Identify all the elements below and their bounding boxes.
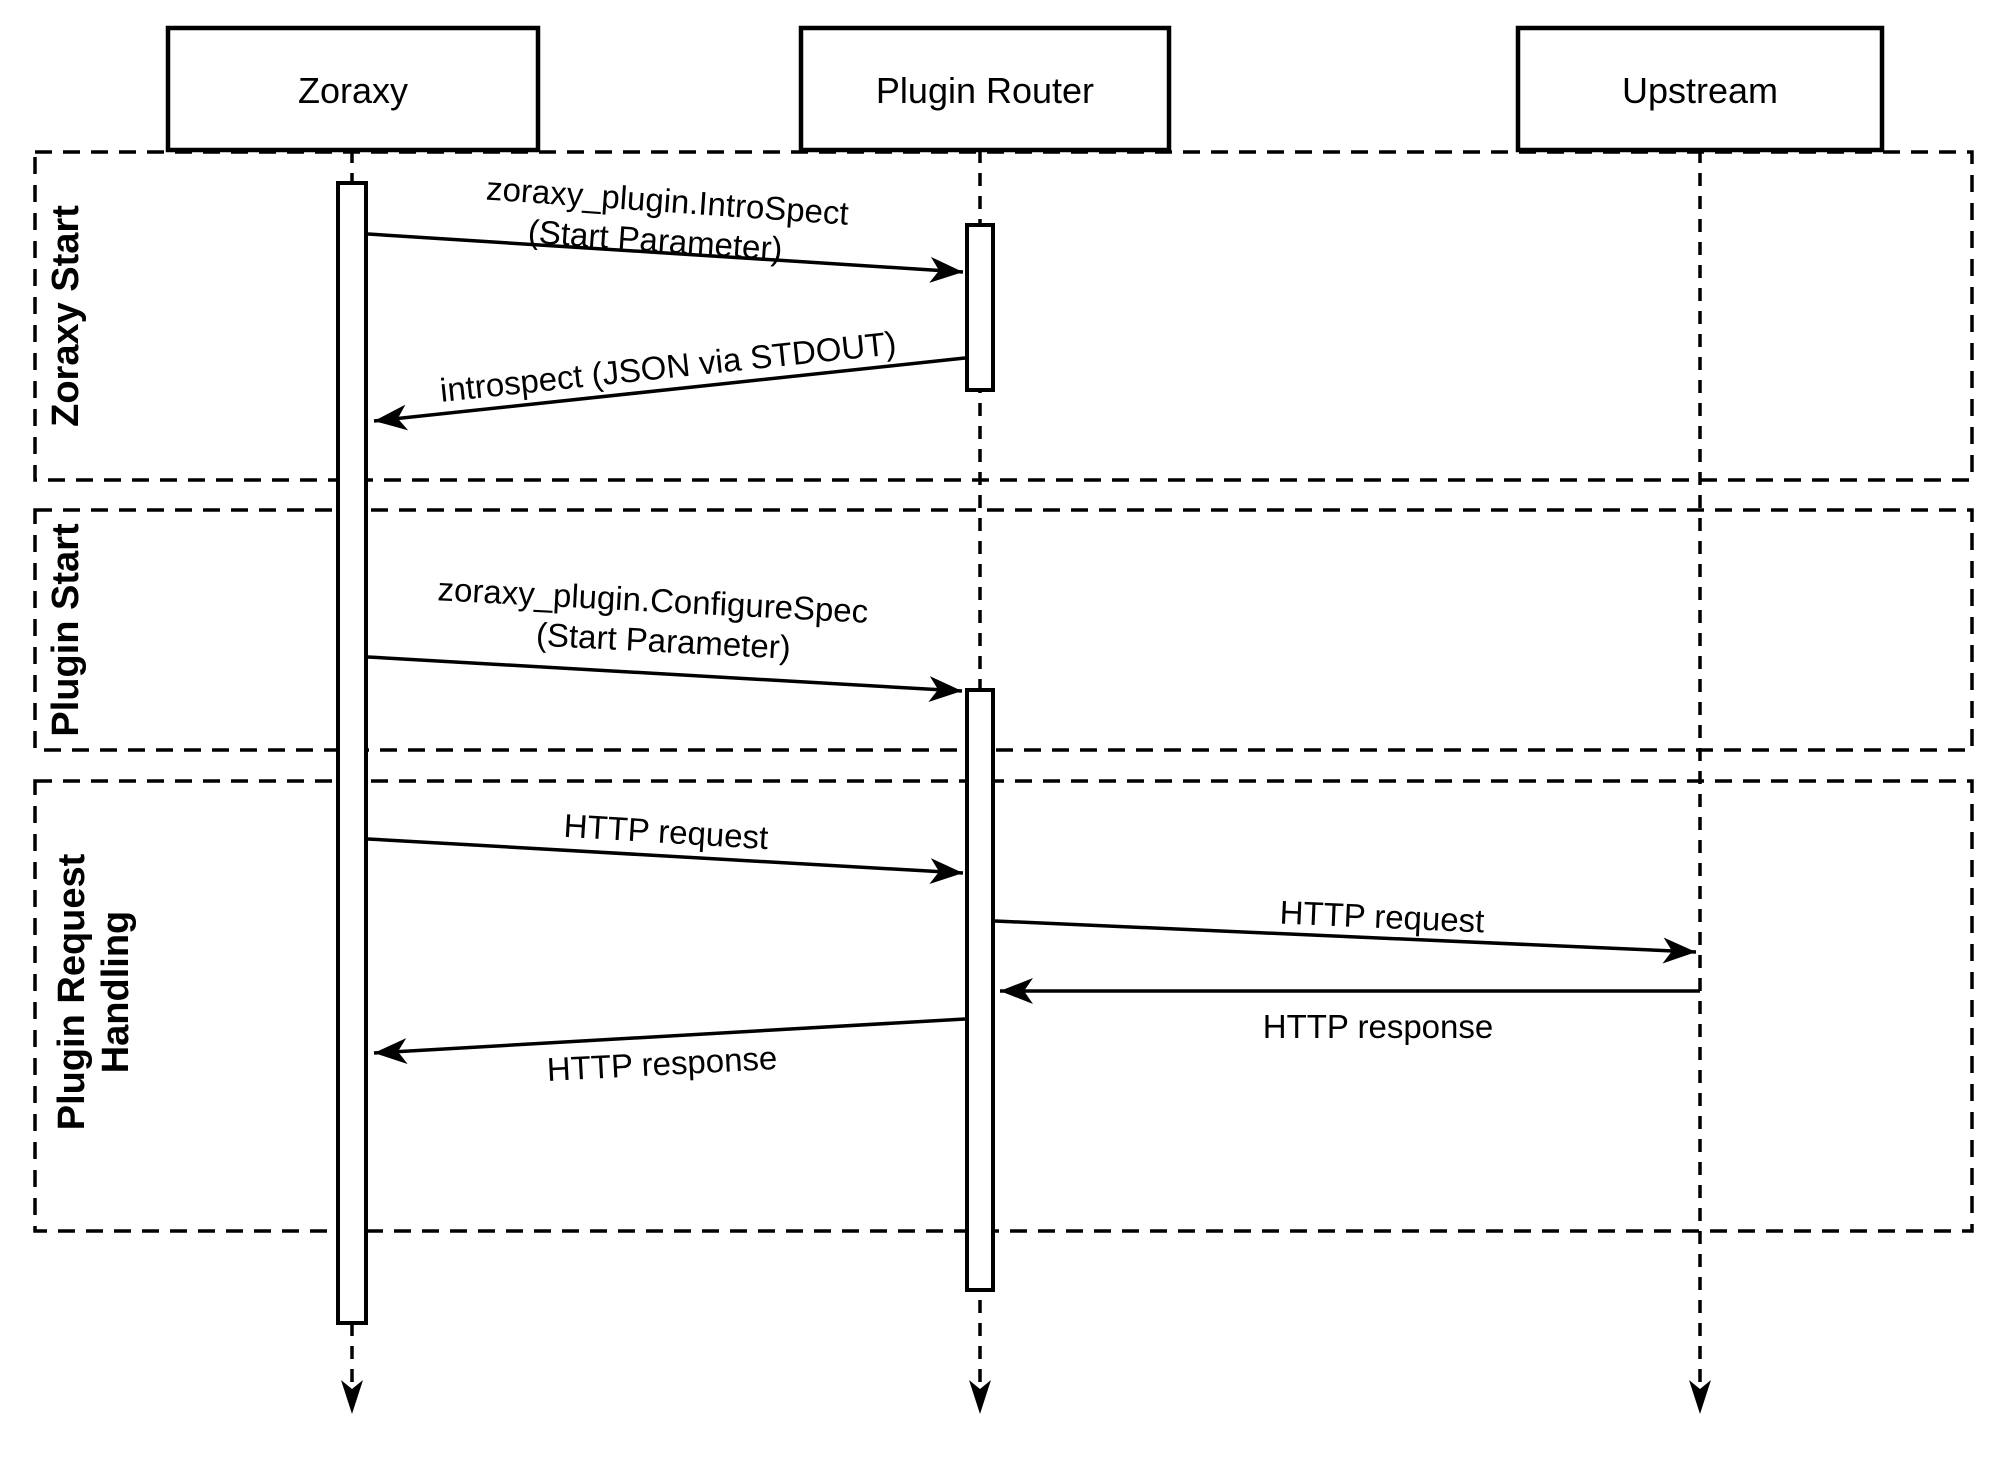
participant-zoraxy: Zoraxy	[165, 25, 541, 153]
message-label: zoraxy_plugin.IntroSpect (Start Paramete…	[482, 170, 859, 273]
message-arrow	[367, 232, 964, 283]
participant-box	[165, 25, 541, 153]
group-label-zoraxy-start: Zoraxy Start	[45, 205, 87, 427]
lifeline-zoraxy	[341, 150, 363, 1414]
group-label-plugin-request-handling-line1: Plugin Request	[51, 853, 93, 1130]
participant-label-upstream: Upstream	[1622, 70, 1778, 111]
group-frame-plugin-request-handling: Plugin Request Handling	[33, 779, 1974, 1233]
group-frame-border	[33, 150, 1974, 482]
message-introspect-response: introspect (JSON via STDOUT)	[373, 324, 966, 431]
group-frame-plugin-start: Plugin Start	[33, 508, 1974, 752]
message-label: zoraxy_plugin.ConfigureSpec (Start Param…	[435, 570, 879, 670]
message-label: HTTP request	[563, 807, 770, 856]
message-introspect-call: zoraxy_plugin.IntroSpect (Start Paramete…	[367, 170, 964, 283]
activation-bar-zoraxy	[336, 181, 368, 1325]
message-arrow	[367, 837, 964, 885]
message-label: HTTP response	[546, 1039, 778, 1088]
activation-bar-plugin-router-introspect	[965, 223, 995, 392]
message-arrow	[373, 356, 966, 431]
group-label-plugin-start: Plugin Start	[45, 523, 87, 737]
message-arrow	[994, 919, 1697, 964]
participant-box	[798, 25, 1172, 153]
message-label: HTTP response	[1263, 1008, 1493, 1045]
lifeline-end-arrow-icon	[341, 1380, 363, 1414]
participant-upstream: Upstream	[1515, 25, 1885, 153]
lifeline-end-arrow-icon	[969, 1380, 991, 1414]
lifeline-end-arrow-icon	[1689, 1380, 1711, 1414]
participant-plugin-router: Plugin Router	[798, 25, 1172, 153]
message-http-request-to-upstream: HTTP request	[994, 894, 1697, 964]
message-arrow	[373, 1017, 966, 1065]
message-http-response-from-upstream: HTTP response	[1000, 978, 1700, 1045]
message-http-response-to-zoraxy: HTTP response	[373, 1017, 966, 1088]
group-frame-zoraxy-start: Zoraxy Start	[33, 150, 1974, 482]
participant-label-plugin-router: Plugin Router	[876, 70, 1094, 111]
group-frame-border	[33, 779, 1974, 1233]
lifeline-upstream	[1689, 150, 1711, 1414]
lifeline-plugin-router	[969, 150, 991, 1414]
activation-bar-plugin-router-handling	[965, 688, 995, 1292]
group-label-plugin-request-handling-line2: Handling	[95, 911, 137, 1074]
group-frame-border	[33, 508, 1974, 752]
message-label: introspect (JSON via STDOUT)	[438, 324, 898, 409]
message-label: HTTP request	[1279, 894, 1485, 940]
participant-box	[1515, 25, 1885, 153]
message-arrow	[367, 655, 963, 703]
participant-label-zoraxy: Zoraxy	[298, 70, 408, 111]
message-http-request-to-plugin: HTTP request	[367, 807, 964, 885]
message-configurespec-call: zoraxy_plugin.ConfigureSpec (Start Param…	[367, 570, 963, 703]
